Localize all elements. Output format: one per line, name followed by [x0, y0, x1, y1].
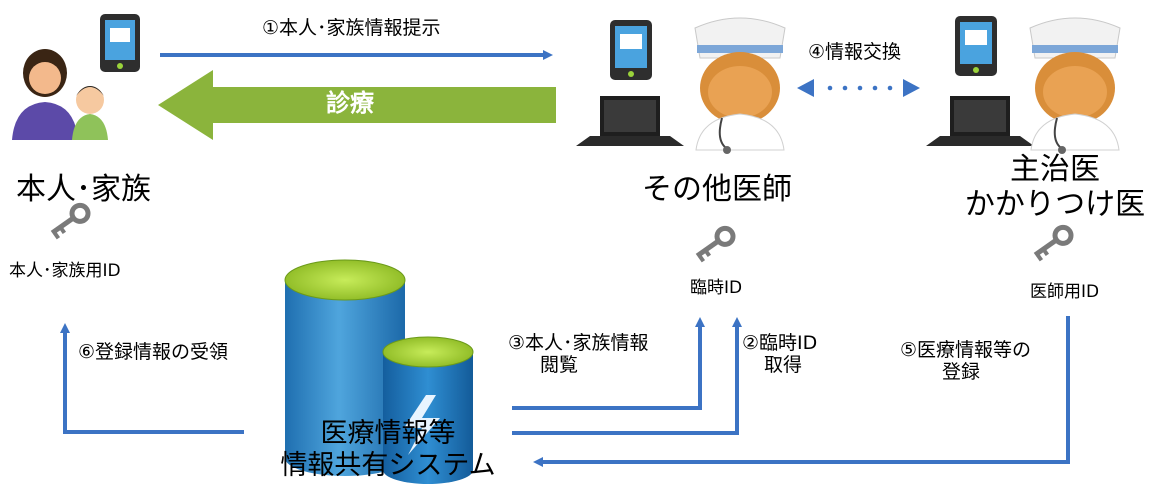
database-cylinder-large	[284, 259, 406, 476]
step4-label: ④情報交換	[808, 41, 902, 63]
main-doctor-name-line1: 主治医	[1010, 152, 1100, 187]
main-doctor-name-line2: かかりつけ医	[964, 186, 1146, 222]
laptop-icon-main-doctor	[926, 96, 1034, 146]
step5-label-line2: 登録	[942, 360, 981, 383]
patient-name: 本人･家族	[16, 172, 151, 207]
other-doctor-name: その他医師	[642, 172, 792, 207]
key-icon-main-doctor	[1033, 224, 1074, 262]
main-doctor-id-label: 医師用ID	[1030, 282, 1100, 302]
step2-label: ②臨時ID 取得	[742, 332, 818, 377]
step5-label: ⑤医療情報等の 登録	[900, 339, 1032, 384]
step2-label-line1: ②臨時ID	[742, 332, 818, 354]
doctor-icon-main	[1029, 17, 1121, 154]
smartphone-icon-patient	[100, 14, 140, 72]
database-label: 医療情報等 情報共有システム	[268, 418, 508, 483]
database-label-line1: 医療情報等	[320, 418, 456, 449]
step2-label-line2: 取得	[764, 353, 803, 376]
smartphone-icon-main-doctor	[955, 16, 997, 76]
step3-label-line2: 閲覧	[540, 353, 579, 376]
laptop-icon-other-doctor	[576, 96, 684, 146]
database-label-line2: 情報共有システム	[280, 450, 496, 482]
key-icon-other-doctor	[695, 225, 736, 263]
arrow-shinryo	[158, 70, 556, 140]
step3-label: ③本人･家族情報 閲覧	[508, 332, 649, 377]
main-doctor-name: 主治医 かかりつけ医	[960, 152, 1150, 222]
patient-id-label: 本人･家族用ID	[9, 261, 121, 281]
shinryo-label: 診療	[326, 89, 374, 117]
step1-label: ①本人･家族情報提示	[262, 17, 441, 39]
database-cylinder-small	[382, 336, 474, 484]
key-icon-patient	[50, 202, 91, 240]
arrow-step4-exchange	[797, 79, 920, 97]
arrow-step5	[533, 316, 1070, 467]
smartphone-icon-other-doctor	[610, 20, 652, 80]
step5-label-line1: ⑤医療情報等の	[900, 339, 1032, 361]
step3-label-line1: ③本人･家族情報	[508, 332, 649, 354]
arrow-step3	[512, 317, 705, 410]
doctor-icon-other	[694, 17, 786, 154]
step6-label: ⑥登録情報の受領	[78, 341, 229, 363]
patient-family-icon	[12, 49, 108, 140]
other-doctor-id-label: 臨時ID	[690, 278, 743, 298]
arrow-step2	[512, 317, 742, 435]
arrow-step6	[60, 323, 244, 434]
